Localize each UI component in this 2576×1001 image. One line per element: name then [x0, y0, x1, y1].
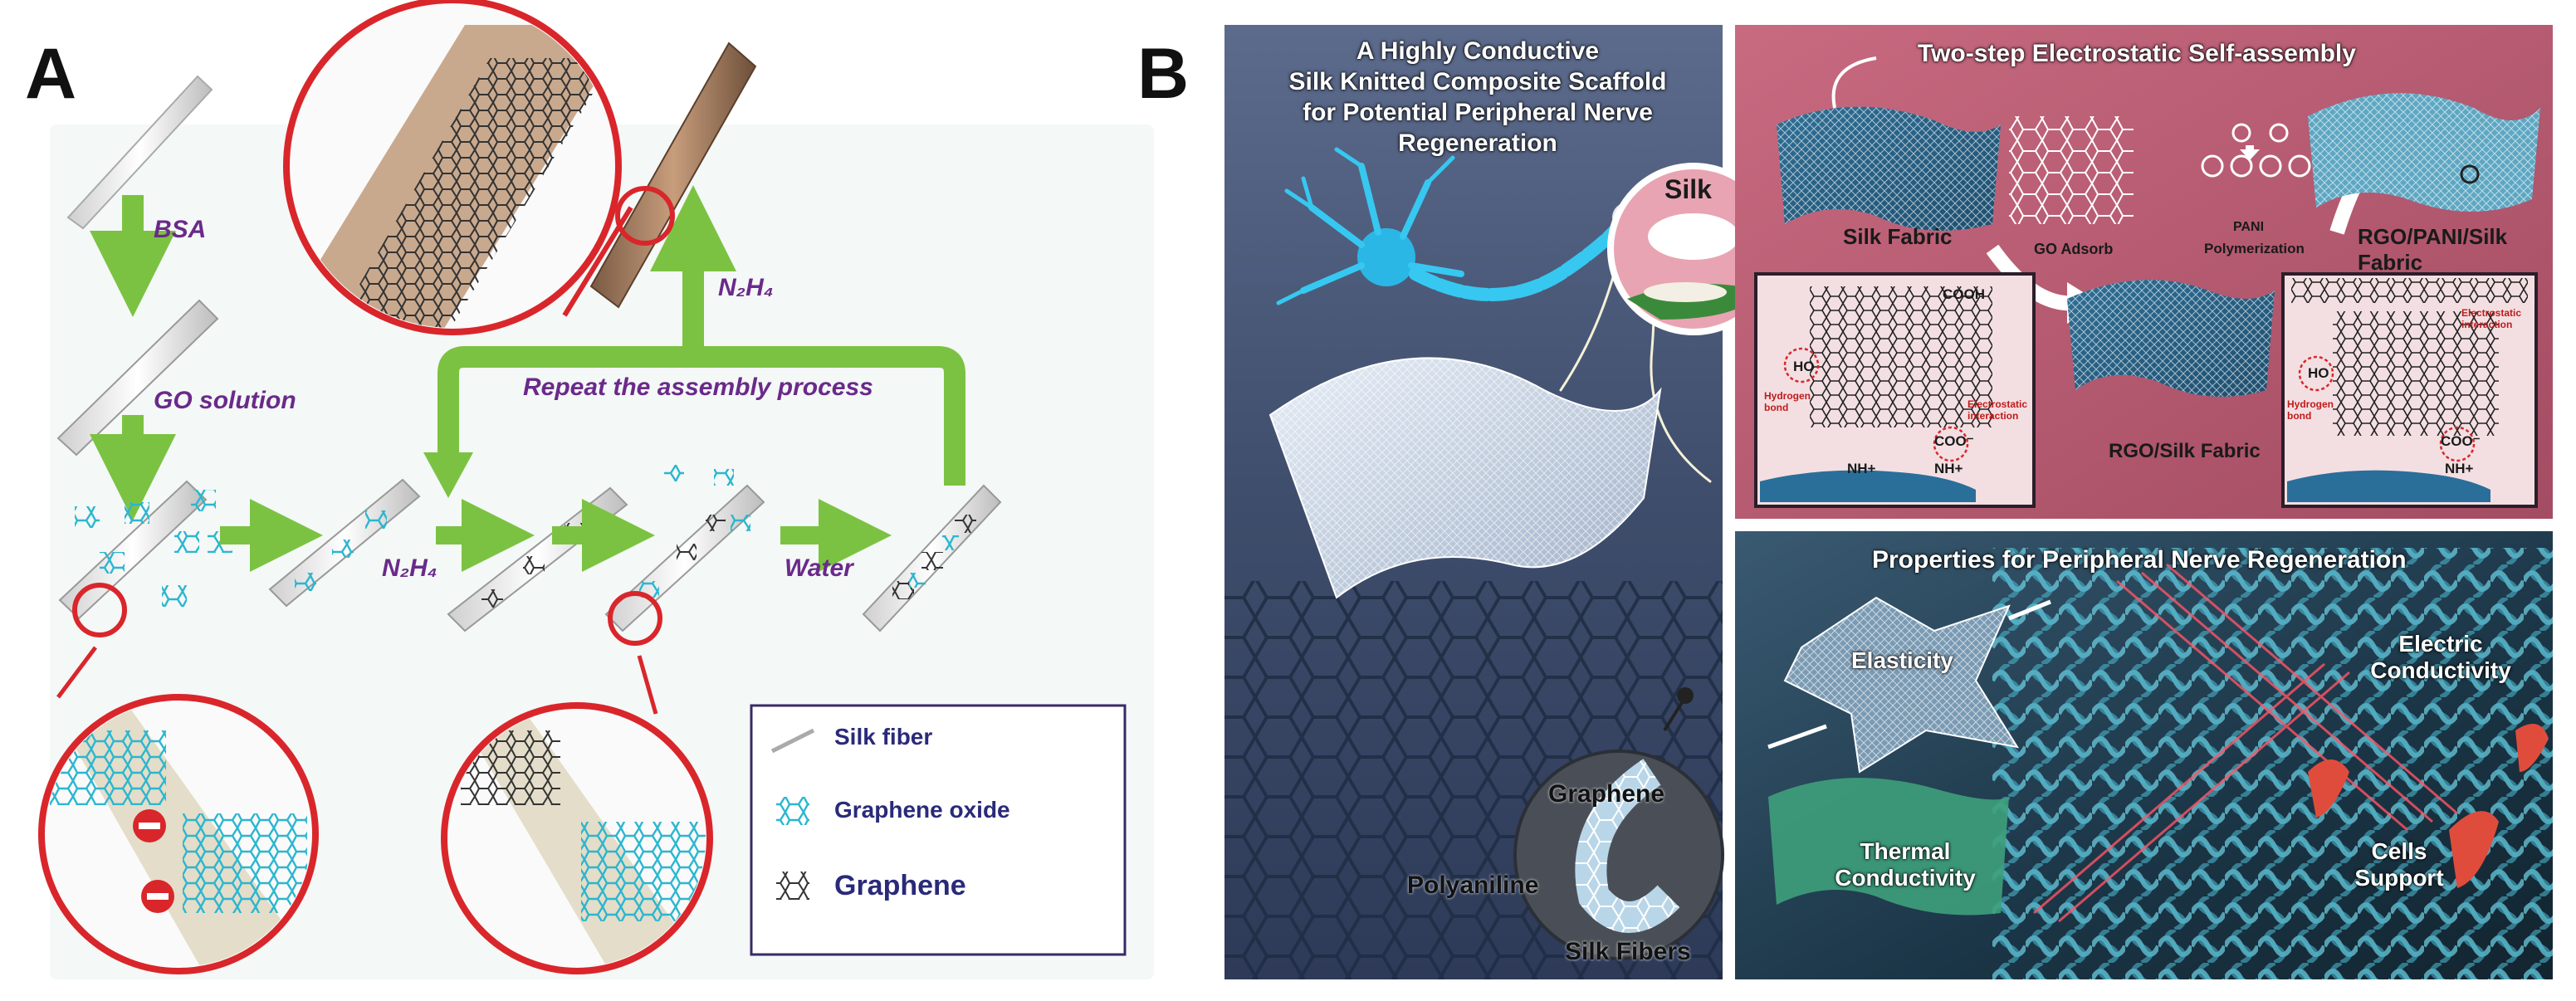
pani-down-arrow [2240, 145, 2260, 160]
nh-label-3: NH+ [2445, 461, 2474, 476]
rgo-lattice-1 [1810, 286, 1992, 427]
cells-support-label: Cells Support [2354, 838, 2444, 891]
label-bsa: BSA [154, 216, 207, 243]
poster-title-line-3: for Potential Peripheral Nerve [1303, 99, 1653, 126]
silk-thread [1831, 56, 1877, 109]
nh-label-2: NH+ [1934, 461, 1963, 476]
elastic-mesh-texture [1785, 598, 2017, 772]
pani-chain-strip [2291, 278, 2528, 303]
fiber-zoom-circle [1513, 687, 1724, 960]
pani-chain-icon [2201, 123, 2311, 178]
silk-label: Silk [1664, 174, 1712, 204]
silk-fiber-strand-1 [1760, 470, 1976, 502]
red-conductive-streaks [2033, 563, 2458, 923]
rgo-pani-silk-fabric [2308, 93, 2540, 212]
zoom-circle-top [283, 0, 675, 335]
hydrogen-bond-circle-2 [2298, 355, 2334, 392]
hydrogen-bond-label-1: Hydrogen bond [1764, 390, 1811, 413]
electrostatic-label-2: Electrostatic interaction [2461, 307, 2522, 330]
properties-title: Properties for Peripheral Nerve Regenera… [1872, 546, 2407, 574]
rgo-silk-fabric [2067, 280, 2275, 397]
thermal-sheet [1768, 778, 2009, 916]
label-n2h4-mid: N₂H₄ [382, 554, 437, 582]
poster-title-line-4: Regeneration [1398, 129, 1557, 157]
legend-silk-fiber: Silk fiber [834, 724, 933, 750]
silk-fabric-label: Silk Fabric [1843, 224, 1953, 249]
go-sheet-icon [2009, 116, 2134, 224]
label-n2h4-top: N₂H₄ [718, 274, 774, 301]
hydrogen-bond-circle-1 [1783, 347, 1820, 383]
ho-label-1: HO [1793, 359, 1815, 374]
zoom-circle-bottom-middle [441, 591, 713, 974]
thermal-conductivity-label: Thermal Conductivity [1835, 838, 1976, 891]
stretch-arrow-left [1767, 724, 1827, 750]
cooh-label: COOH [1943, 286, 1985, 302]
nh-label-1: NH+ [1847, 461, 1876, 476]
graphene-label: Graphene [1548, 780, 1665, 808]
panel-b-letter: B [1137, 34, 1190, 114]
graphene-oxide-icon [776, 797, 809, 825]
cell-shapes [2308, 724, 2549, 888]
electric-conductivity-label: Electric Conductivity [2370, 631, 2511, 683]
label-go-solution: GO solution [154, 387, 296, 414]
go-adsorb-label: GO Adsorb [2034, 241, 2114, 257]
arrow-repeat-head [423, 452, 473, 498]
silk-fabric-1 [1777, 106, 2001, 231]
legend-box [750, 704, 1127, 956]
label-repeat: Repeat the assembly process [523, 374, 873, 401]
electrostatic-circle-1 [1933, 426, 1969, 462]
coo-label-2: COO⁻ [2441, 433, 2481, 449]
self-assembly-title: Two-step Electrostatic Self-assembly [1918, 40, 2356, 67]
legend-graphene-oxide: Graphene oxide [834, 797, 1010, 823]
knitted-weave-bg [1992, 548, 2553, 979]
pani-label: PANI [2233, 220, 2265, 234]
rgo-pani-silk-label: RGO/PANI/Silk Fabric [2358, 224, 2508, 275]
ho-label-2: HO [2308, 365, 2329, 381]
elasticity-label: Elasticity [1851, 647, 1953, 673]
stretch-arrow-right [2008, 599, 2051, 621]
poster-title-line-2: Silk Knitted Composite Scaffold [1288, 68, 1667, 95]
electrostatic-label-1: Electrostatic interaction [1967, 398, 2028, 422]
panel-a-diagram [38, 0, 1154, 979]
silk-fiber-initial [66, 75, 213, 230]
rgo-lattice-2 [2333, 311, 2499, 436]
silk-fiber-icon [770, 728, 815, 754]
coo-label-1: COO⁻ [1934, 433, 1974, 449]
hydrogen-bond-label-2: Hydrogen bond [2287, 398, 2334, 422]
panel-a-letter: A [25, 34, 77, 114]
label-water: Water [785, 554, 853, 582]
poster-title-line-1: A Highly Conductive [1356, 37, 1600, 65]
silk-fiber-bsa [56, 299, 219, 457]
silk-fiber-strand-2 [2287, 470, 2490, 502]
fiber-final [862, 484, 1002, 632]
graphene-icon [776, 872, 809, 900]
fiber-go-coated-2 [268, 478, 421, 608]
electrostatic-circle-2 [2439, 426, 2476, 462]
pani-polymerization-label: Polymerization [2204, 241, 2305, 256]
zoom-circle-bottom-left [38, 583, 319, 974]
rgo-silk-label: RGO/Silk Fabric [2109, 440, 2261, 462]
legend-graphene: Graphene [834, 870, 966, 901]
silk-fibers-label: Silk Fibers [1565, 938, 1691, 965]
polyaniline-label: Polyaniline [1407, 872, 1539, 899]
mesh-scaffold-texture [1270, 358, 1660, 598]
